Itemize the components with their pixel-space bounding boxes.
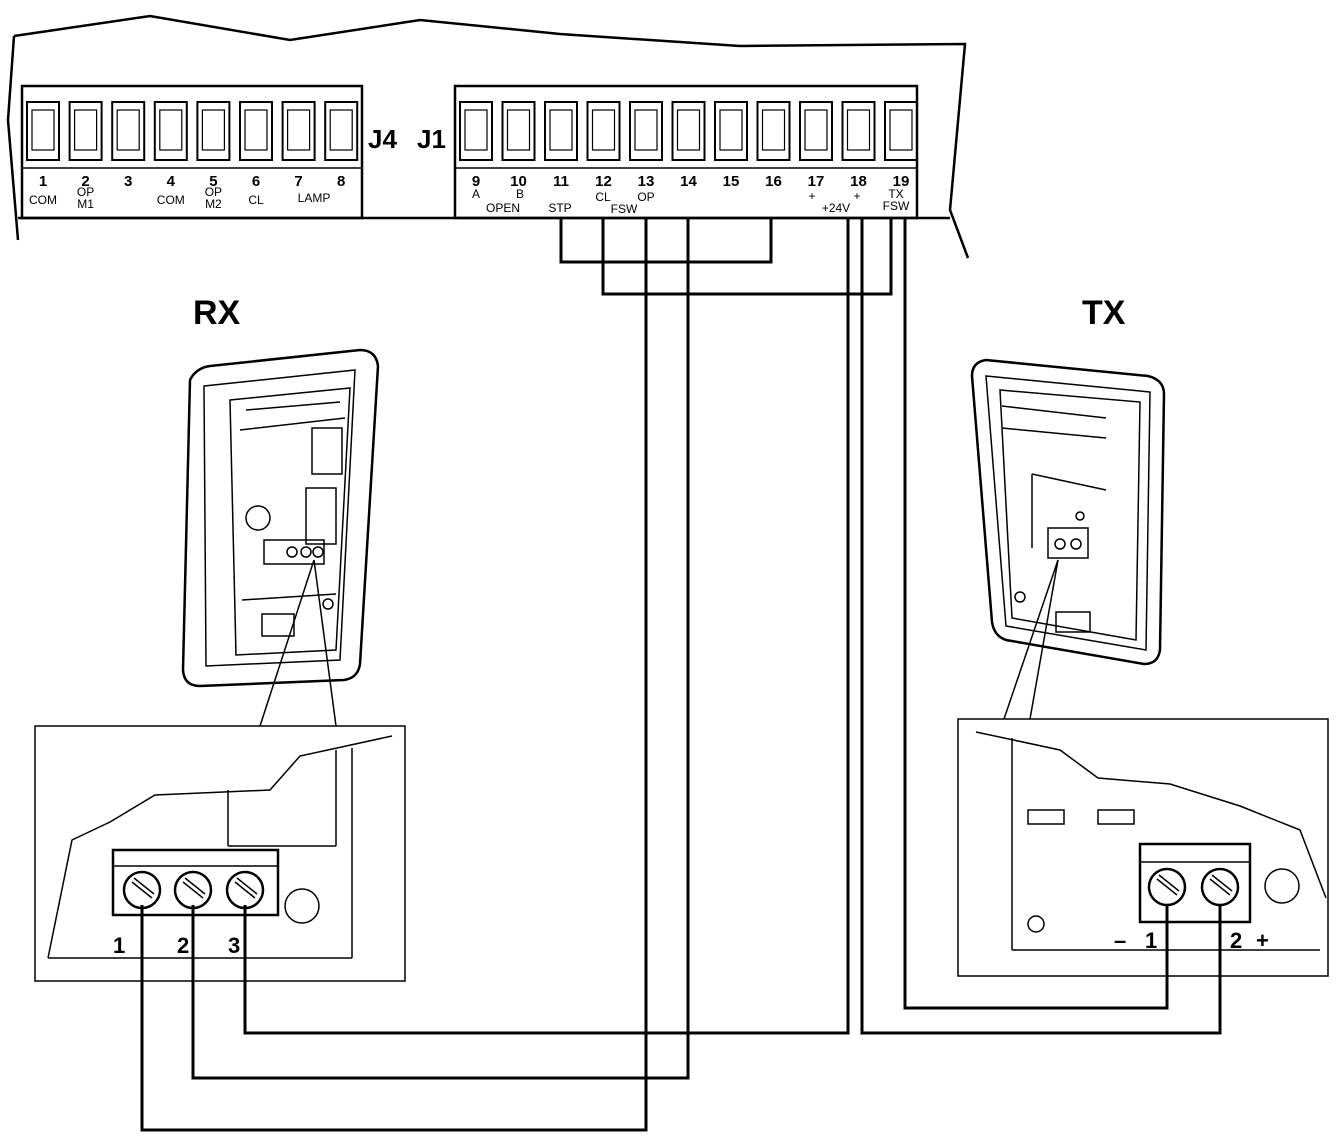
j1-terminal-slot bbox=[586, 101, 621, 161]
j1-terminal-screw bbox=[676, 109, 701, 151]
rx-terminal-3: 3 bbox=[228, 933, 240, 958]
j1-terminal-slot bbox=[884, 101, 918, 161]
j4-terminal-screw bbox=[159, 109, 183, 151]
j1-terminal-number: 11 bbox=[553, 173, 569, 190]
tx-plus-label: + bbox=[1256, 928, 1269, 953]
j1-terminal-number: 13 bbox=[638, 173, 655, 190]
j4-terminal-screw bbox=[73, 109, 98, 151]
tx-terminal-detail: – 1 2 + bbox=[957, 718, 1329, 977]
j1-terminal-slot bbox=[459, 101, 493, 161]
j1-terminal-screw bbox=[804, 109, 828, 151]
j1-op-label: OP bbox=[637, 190, 654, 204]
rx-terminal-detail: 1 2 3 bbox=[34, 725, 406, 982]
j1-label: J1 bbox=[417, 124, 446, 154]
j4-terminal-slot bbox=[324, 101, 359, 161]
tx-terminal-1: 1 bbox=[1145, 928, 1157, 953]
j1-terminal-screw bbox=[634, 109, 658, 151]
j4-terminal-number: 2 bbox=[81, 173, 89, 190]
j1-terminal-number: 9 bbox=[472, 173, 480, 190]
j4-terminal-screw bbox=[287, 109, 311, 151]
j1-terminal-number: 14 bbox=[680, 173, 697, 190]
j1-tx-label: TX bbox=[888, 187, 903, 201]
j1-fsw-label: FSW bbox=[611, 202, 638, 216]
j4-terminal-number: 1 bbox=[39, 173, 47, 190]
j4-terminal-slot bbox=[239, 101, 273, 161]
j1-terminal-screw bbox=[846, 109, 871, 151]
j4-terminal-number: 8 bbox=[337, 173, 345, 190]
j4-terminal-label: OP bbox=[77, 185, 94, 199]
tx-title: TX bbox=[1082, 294, 1126, 332]
j1-a-label: A bbox=[472, 187, 480, 201]
j4-terminal-number: 6 bbox=[252, 173, 260, 190]
board-wiring bbox=[559, 218, 893, 296]
j1-terminal-number: 17 bbox=[808, 173, 825, 190]
tx-photocell: TX bbox=[970, 294, 1166, 720]
j4-terminal-slot bbox=[281, 101, 316, 161]
rx-terminal-2: 2 bbox=[177, 933, 189, 958]
j4-terminal-label: COM bbox=[29, 193, 57, 207]
j1-terminal-slot bbox=[799, 101, 833, 161]
j4-terminal-label2: M1 bbox=[77, 197, 94, 211]
j1-terminal-number: 16 bbox=[765, 173, 782, 190]
j1-terminal-slot bbox=[501, 101, 536, 161]
j4-terminal-screw bbox=[329, 109, 353, 151]
control-board bbox=[6, 14, 970, 259]
j1-stp-label: STP bbox=[548, 201, 571, 215]
j1-terminal-slot bbox=[544, 101, 578, 161]
field-wiring bbox=[140, 218, 1222, 1132]
j1-terminal-screw bbox=[719, 109, 743, 151]
j1-terminal-screw bbox=[464, 109, 488, 151]
j1-fsw19-label: FSW bbox=[883, 199, 910, 213]
j4-terminal-number: 5 bbox=[209, 173, 217, 190]
j4-label: J4 bbox=[368, 124, 397, 154]
j1-terminal-number: 10 bbox=[510, 173, 527, 190]
j1-24v-label: +24V bbox=[822, 201, 850, 215]
j4-terminal-label: OP bbox=[205, 185, 222, 199]
rx-photocell: RX bbox=[181, 294, 380, 727]
j1-terminal-slot bbox=[841, 101, 876, 161]
j1-terminal-screw bbox=[591, 109, 616, 151]
j1-terminal-slot bbox=[671, 101, 706, 161]
j4-terminal-screw bbox=[244, 109, 268, 151]
j1-terminal-screw bbox=[506, 109, 531, 151]
j1-terminal-screw bbox=[761, 109, 786, 151]
j1-open-label: OPEN bbox=[486, 201, 520, 215]
j4-terminal-screw bbox=[31, 109, 55, 151]
j4-terminal-label: COM bbox=[157, 193, 185, 207]
j1-terminal-number: 15 bbox=[723, 173, 740, 190]
j1-terminal-screw bbox=[549, 109, 573, 151]
j1-terminal-block: J1 9 10 11 12 13 14 15 16 17 18 19 A OPEN B STP CL… bbox=[417, 84, 919, 220]
rx-terminal-1: 1 bbox=[113, 933, 125, 958]
j1-terminal-number: 18 bbox=[850, 173, 867, 190]
j4-terminal-slot bbox=[111, 101, 146, 161]
j4-terminal-number: 3 bbox=[124, 173, 132, 190]
tx-minus-label: – bbox=[1114, 928, 1126, 953]
j1-terminal-slot bbox=[756, 101, 791, 161]
j4-terminal-slot bbox=[153, 101, 188, 161]
j4-terminal-slot bbox=[68, 101, 103, 161]
j4-terminal-slot bbox=[26, 101, 60, 161]
j4-terminal-screw bbox=[116, 109, 140, 151]
rx-title: RX bbox=[193, 294, 241, 332]
j1-terminal-slot bbox=[714, 101, 748, 161]
j1-b-label: B bbox=[516, 187, 524, 201]
j4-terminal-label: CL bbox=[248, 193, 264, 207]
j4-terminal-screw bbox=[201, 109, 225, 151]
j4-terminal-number: 4 bbox=[167, 173, 176, 190]
j4-lamp-label: LAMP bbox=[298, 191, 331, 205]
j4-terminal-slot bbox=[196, 101, 231, 161]
j1-cl-label: CL bbox=[595, 190, 611, 204]
j1-terminal-number: 19 bbox=[893, 173, 910, 190]
j4-terminal-number: 7 bbox=[294, 173, 302, 190]
j1-terminal-screw bbox=[889, 109, 913, 151]
j1-plus17-label: + bbox=[808, 189, 815, 203]
j1-plus18-label: + bbox=[853, 189, 860, 203]
j1-terminal-number: 12 bbox=[595, 173, 612, 190]
j4-terminal-label2: M2 bbox=[205, 197, 222, 211]
j1-terminal-slot bbox=[629, 101, 663, 161]
tx-terminal-2: 2 bbox=[1230, 928, 1242, 953]
